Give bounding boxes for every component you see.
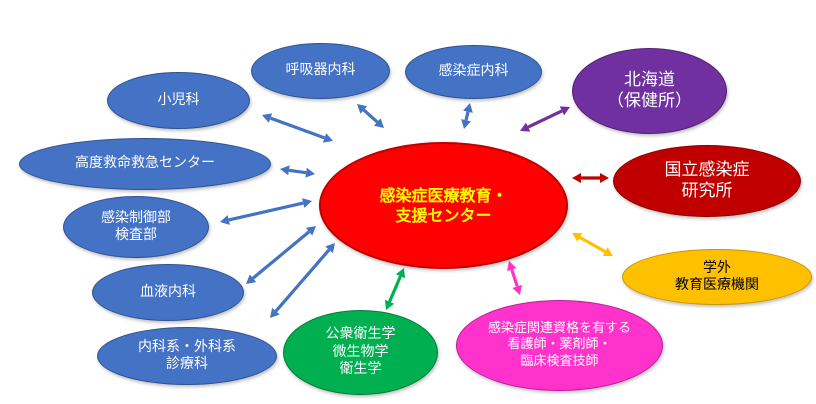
center-node: 感染症医療教育・ 支援センター xyxy=(319,142,568,269)
node-pulmonary-label: 呼吸器内科 xyxy=(285,62,356,79)
node-emergency: 高度救命救急センター xyxy=(19,138,271,190)
arrow-medical-surgical xyxy=(270,243,335,318)
center-node-label: 感染症医療教育・ 支援センター xyxy=(379,185,508,225)
node-niid: 国立感染症 研究所 xyxy=(613,145,801,217)
node-external-education: 学外 教育医療機関 xyxy=(622,249,812,305)
node-hokkaido-label: 北海道 （保健所） xyxy=(607,69,692,111)
node-qualified-staff-label: 感染症関連資格を有する 看護師・薬剤師・ 臨床検査技師 xyxy=(487,321,631,369)
arrow-infection-control xyxy=(220,198,312,225)
node-hokkaido: 北海道 （保健所） xyxy=(572,48,727,134)
arrow-qualified-staff xyxy=(507,261,522,295)
node-infectious-disease-label: 感染症内科 xyxy=(438,63,509,80)
node-infectious-disease: 感染症内科 xyxy=(405,45,542,99)
node-hematology-label: 血液内科 xyxy=(140,283,196,300)
node-medical-surgical-label: 内科系・外科系 診療科 xyxy=(138,338,236,373)
arrow-pediatrics xyxy=(262,113,333,143)
arrow-public-health xyxy=(384,268,406,310)
node-emergency-label: 高度救命救急センター xyxy=(75,155,215,172)
node-pulmonary: 呼吸器内科 xyxy=(251,43,390,99)
node-medical-surgical: 内科系・外科系 診療科 xyxy=(97,327,277,385)
node-public-health: 公衆衛生学 微生物学 衛生学 xyxy=(283,310,438,395)
arrow-hematology xyxy=(246,226,316,284)
arrow-niid xyxy=(572,173,609,183)
arrow-infectious-disease xyxy=(461,103,473,129)
node-hematology: 血液内科 xyxy=(92,264,244,321)
node-public-health-label: 公衆衛生学 微生物学 衛生学 xyxy=(325,326,396,378)
arrow-emergency xyxy=(280,165,315,178)
node-pediatrics: 小児科 xyxy=(107,72,250,129)
arrow-external-education xyxy=(572,233,613,256)
node-pediatrics-label: 小児科 xyxy=(157,91,200,108)
node-niid-label: 国立感染症 研究所 xyxy=(664,159,750,201)
node-infection-control: 感染制御部 検査部 xyxy=(63,196,209,258)
arrow-pulmonary xyxy=(357,104,384,128)
node-qualified-staff: 感染症関連資格を有する 看護師・薬剤師・ 臨床検査技師 xyxy=(456,300,663,391)
arrow-hokkaido xyxy=(520,106,570,132)
node-infection-control-label: 感染制御部 検査部 xyxy=(101,209,171,244)
node-external-education-label: 学外 教育医療機関 xyxy=(675,259,759,294)
